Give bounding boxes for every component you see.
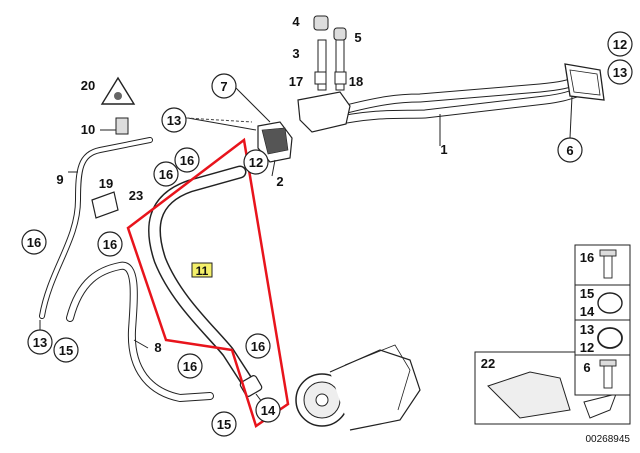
callout-16-f[interactable]: 16 bbox=[177, 353, 203, 379]
label-23[interactable]: 23 bbox=[129, 188, 143, 203]
label-4[interactable]: 4 bbox=[292, 14, 300, 29]
ac-compressor bbox=[295, 344, 421, 431]
callout-16-a[interactable]: 16 bbox=[174, 147, 200, 173]
pipe-8 bbox=[66, 261, 214, 402]
callout-16-e[interactable]: 16 bbox=[245, 333, 271, 359]
svg-text:16: 16 bbox=[103, 237, 117, 252]
label-17[interactable]: 17 bbox=[289, 74, 303, 89]
svg-text:16: 16 bbox=[251, 339, 265, 354]
svg-text:12: 12 bbox=[249, 155, 263, 170]
callout-12-right[interactable]: 12 bbox=[607, 31, 633, 57]
svg-text:15: 15 bbox=[217, 417, 231, 432]
label-20[interactable]: 20 bbox=[81, 78, 95, 93]
svg-text:2: 2 bbox=[276, 174, 283, 189]
callout-13-right[interactable]: 13 bbox=[607, 59, 633, 85]
svg-text:6: 6 bbox=[566, 143, 573, 158]
callout-13-left[interactable]: 13 bbox=[27, 329, 53, 355]
legend-22[interactable]: 22 bbox=[481, 356, 495, 371]
svg-text:23: 23 bbox=[129, 188, 143, 203]
service-valve-block bbox=[297, 15, 351, 133]
legend-panel bbox=[574, 244, 631, 396]
callout-15-left[interactable]: 15 bbox=[53, 337, 79, 363]
label-2[interactable]: 2 bbox=[276, 174, 283, 189]
svg-text:1: 1 bbox=[440, 142, 447, 157]
svg-text:4: 4 bbox=[292, 14, 300, 29]
svg-text:19: 19 bbox=[99, 176, 113, 191]
label-10[interactable]: 10 bbox=[81, 122, 95, 137]
svg-text:18: 18 bbox=[349, 74, 363, 89]
svg-text:13: 13 bbox=[33, 335, 47, 350]
svg-text:11: 11 bbox=[196, 264, 209, 278]
svg-text:14: 14 bbox=[261, 403, 276, 418]
svg-text:10: 10 bbox=[81, 122, 95, 137]
label-5[interactable]: 5 bbox=[354, 30, 361, 45]
svg-text:16: 16 bbox=[159, 167, 173, 182]
part-20-triangle bbox=[100, 76, 136, 105]
svg-text:16: 16 bbox=[180, 153, 194, 168]
legend-13[interactable]: 13 bbox=[580, 322, 594, 337]
callout-13-top[interactable]: 13 bbox=[161, 107, 187, 133]
svg-text:16: 16 bbox=[183, 359, 197, 374]
callout-12-mid[interactable]: 12 bbox=[243, 149, 269, 175]
drawing-number: 00268945 bbox=[586, 434, 631, 445]
label-3[interactable]: 3 bbox=[292, 46, 299, 61]
callout-15-bottom[interactable]: 15 bbox=[211, 411, 237, 437]
legend-15[interactable]: 15 bbox=[580, 286, 594, 301]
label-11-highlighted[interactable]: 11 bbox=[191, 262, 213, 278]
svg-text:15: 15 bbox=[59, 343, 73, 358]
label-1[interactable]: 1 bbox=[440, 142, 447, 157]
legend-6[interactable]: 6 bbox=[583, 360, 590, 375]
svg-text:7: 7 bbox=[220, 79, 227, 94]
label-19[interactable]: 19 bbox=[99, 176, 113, 191]
callout-6[interactable]: 6 bbox=[557, 137, 583, 163]
callout-14-bottom[interactable]: 14 bbox=[255, 397, 281, 423]
legend-14[interactable]: 14 bbox=[580, 304, 595, 319]
part-19-bracket bbox=[91, 191, 119, 219]
label-18[interactable]: 18 bbox=[349, 74, 363, 89]
svg-text:16: 16 bbox=[27, 235, 41, 250]
label-9[interactable]: 9 bbox=[56, 172, 63, 187]
hose-11 bbox=[148, 165, 263, 397]
svg-text:20: 20 bbox=[81, 78, 95, 93]
pipe-assembly-1 bbox=[325, 63, 605, 127]
connector-2 bbox=[257, 121, 293, 163]
pipe-9 bbox=[39, 137, 153, 319]
svg-text:5: 5 bbox=[354, 30, 361, 45]
callout-16-d[interactable]: 16 bbox=[97, 231, 123, 257]
callout-16-c[interactable]: 16 bbox=[21, 229, 47, 255]
svg-text:9: 9 bbox=[56, 172, 63, 187]
legend-labels: 16 15 14 13 12 6 22 bbox=[481, 250, 595, 375]
legend-12[interactable]: 12 bbox=[580, 340, 594, 355]
svg-text:17: 17 bbox=[289, 74, 303, 89]
part-10-sensor bbox=[115, 117, 129, 135]
callout-16-b[interactable]: 16 bbox=[153, 161, 179, 187]
svg-text:13: 13 bbox=[167, 113, 181, 128]
label-8[interactable]: 8 bbox=[154, 340, 161, 355]
legend-16[interactable]: 16 bbox=[580, 250, 594, 265]
callout-7[interactable]: 7 bbox=[211, 73, 237, 99]
svg-text:13: 13 bbox=[613, 65, 627, 80]
svg-text:8: 8 bbox=[154, 340, 161, 355]
highlight-outline bbox=[126, 137, 290, 428]
svg-text:12: 12 bbox=[613, 37, 627, 52]
svg-text:3: 3 bbox=[292, 46, 299, 61]
leader-lines bbox=[39, 83, 573, 403]
